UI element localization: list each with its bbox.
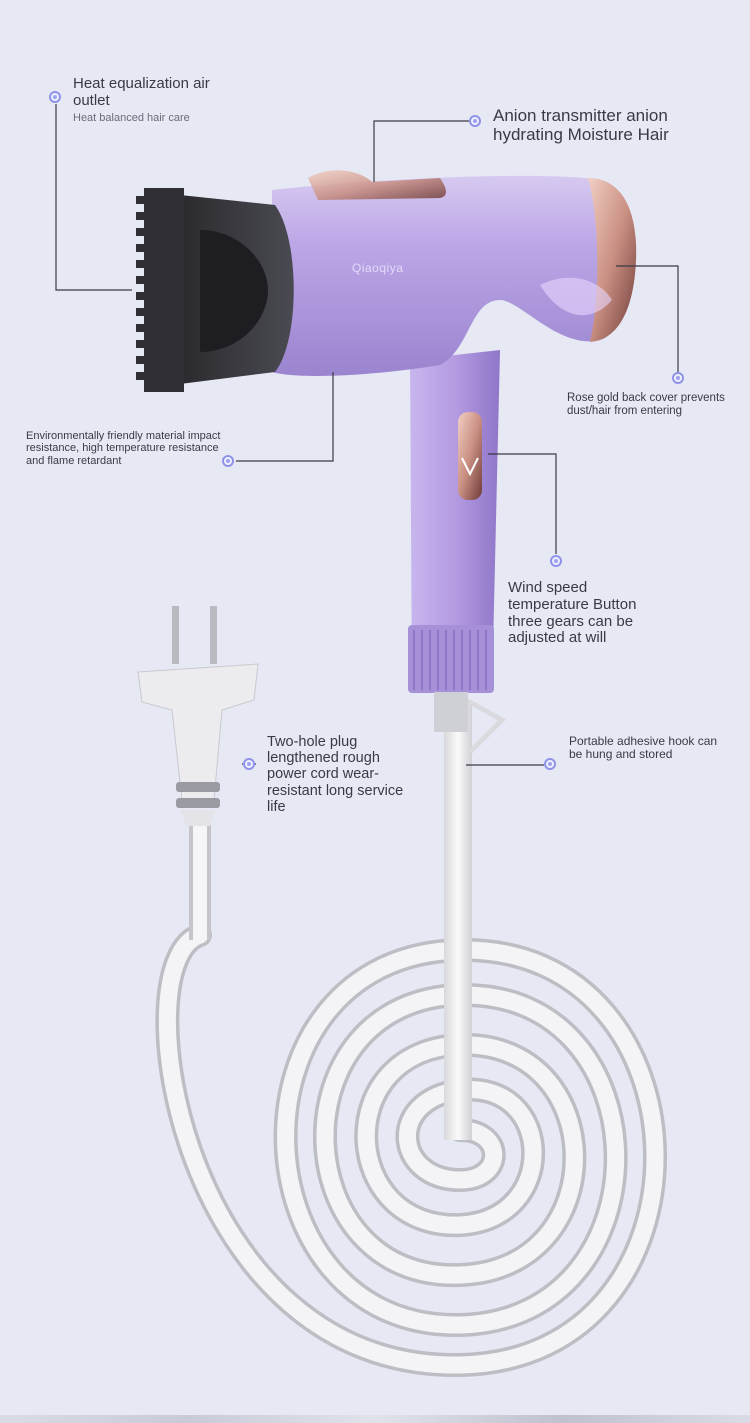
plug (137, 606, 259, 826)
handle-cord (444, 700, 472, 1140)
callout-anion: Anion transmitter anion hydrating Moistu… (493, 106, 713, 144)
callout-hook-title: Portable adhesive hook can be hung and s… (569, 734, 718, 762)
callout-material: Environmentally friendly material impact… (26, 430, 231, 467)
dryer-handle (408, 350, 500, 732)
callout-heat-outlet: Heat equalization air outlet Heat balanc… (73, 75, 233, 124)
callout-heat-outlet-subtitle: Heat balanced hair care (73, 111, 190, 124)
hanging-hook (464, 697, 507, 754)
callout-dot-plug (243, 758, 255, 770)
callout-dot-material (222, 455, 234, 467)
callout-plug-title: Two-hole plug lengthened rough power cor… (267, 734, 404, 815)
callout-anion-title: Anion transmitter anion hydrating Moistu… (493, 106, 669, 145)
switch-button (458, 412, 482, 500)
callout-dot-hook (544, 758, 556, 770)
callout-plug: Two-hole plug lengthened rough power cor… (267, 734, 415, 815)
callout-dot-back-cover (672, 372, 684, 384)
callout-heat-outlet-title: Heat equalization air outlet (73, 75, 210, 109)
callout-material-title: Environmentally friendly material impact… (26, 430, 221, 467)
callout-dot-heat-outlet (49, 91, 61, 103)
callout-back-cover-title: Rose gold back cover prevents dust/hair … (567, 392, 725, 417)
callout-button: Wind speed temperature Button three gear… (508, 579, 648, 647)
coiled-cord-highlight (159, 926, 664, 1374)
leader-lines (55, 104, 679, 766)
callout-dot-button (550, 555, 562, 567)
callout-back-cover: Rose gold back cover prevents dust/hair … (567, 392, 727, 418)
dryer-body (272, 170, 637, 376)
dryer-nozzle (136, 188, 294, 392)
callout-button-title: Wind speed temperature Button three gear… (508, 579, 637, 647)
brand-mark: Qiaoqiya (352, 261, 404, 275)
callout-hook: Portable adhesive hook can be hung and s… (569, 734, 719, 762)
callout-dot-anion (469, 115, 481, 127)
bottom-image-strip (0, 1415, 750, 1423)
